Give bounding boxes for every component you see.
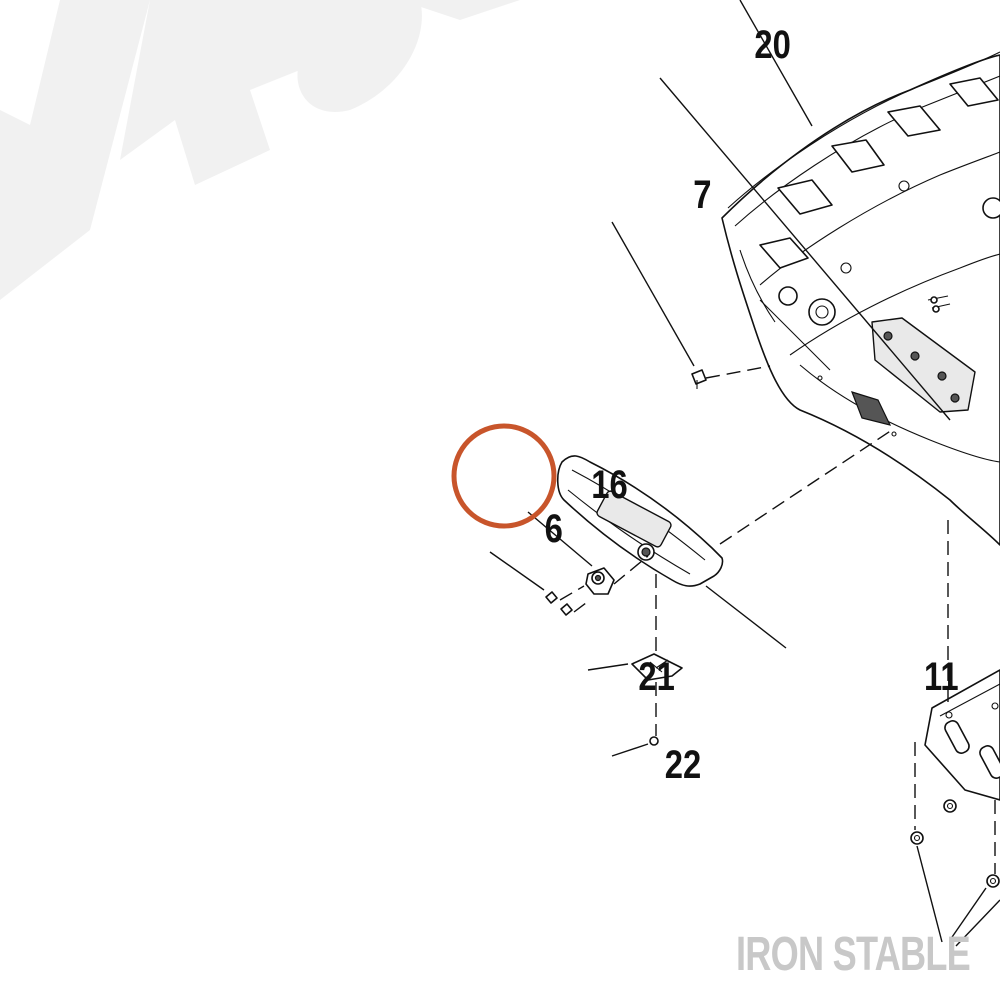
screws-part-6 [545, 591, 573, 616]
callout-6: 6 [545, 506, 563, 551]
handle-part-11 [556, 455, 724, 587]
background-watermark-logo [0, 0, 520, 300]
base-plate [910, 669, 1000, 888]
lock-part-16 [585, 567, 615, 595]
callout-21: 21 [638, 654, 674, 699]
callout-20: 20 [754, 22, 790, 67]
assembly-dashed-lines [559, 365, 996, 874]
rivet-part-7 [691, 369, 707, 389]
screw-part-22 [649, 736, 659, 746]
callout-11: 11 [924, 654, 959, 699]
callout-7: 7 [693, 172, 711, 217]
brand-watermark: IRON STABLE [736, 928, 970, 981]
leader-lines [489, 0, 1000, 947]
plate-part-21 [631, 653, 683, 681]
highlight-ring [451, 423, 557, 529]
callout-16: 16 [591, 462, 627, 507]
callout-22: 22 [665, 742, 701, 787]
top-case-body [721, 51, 1000, 546]
